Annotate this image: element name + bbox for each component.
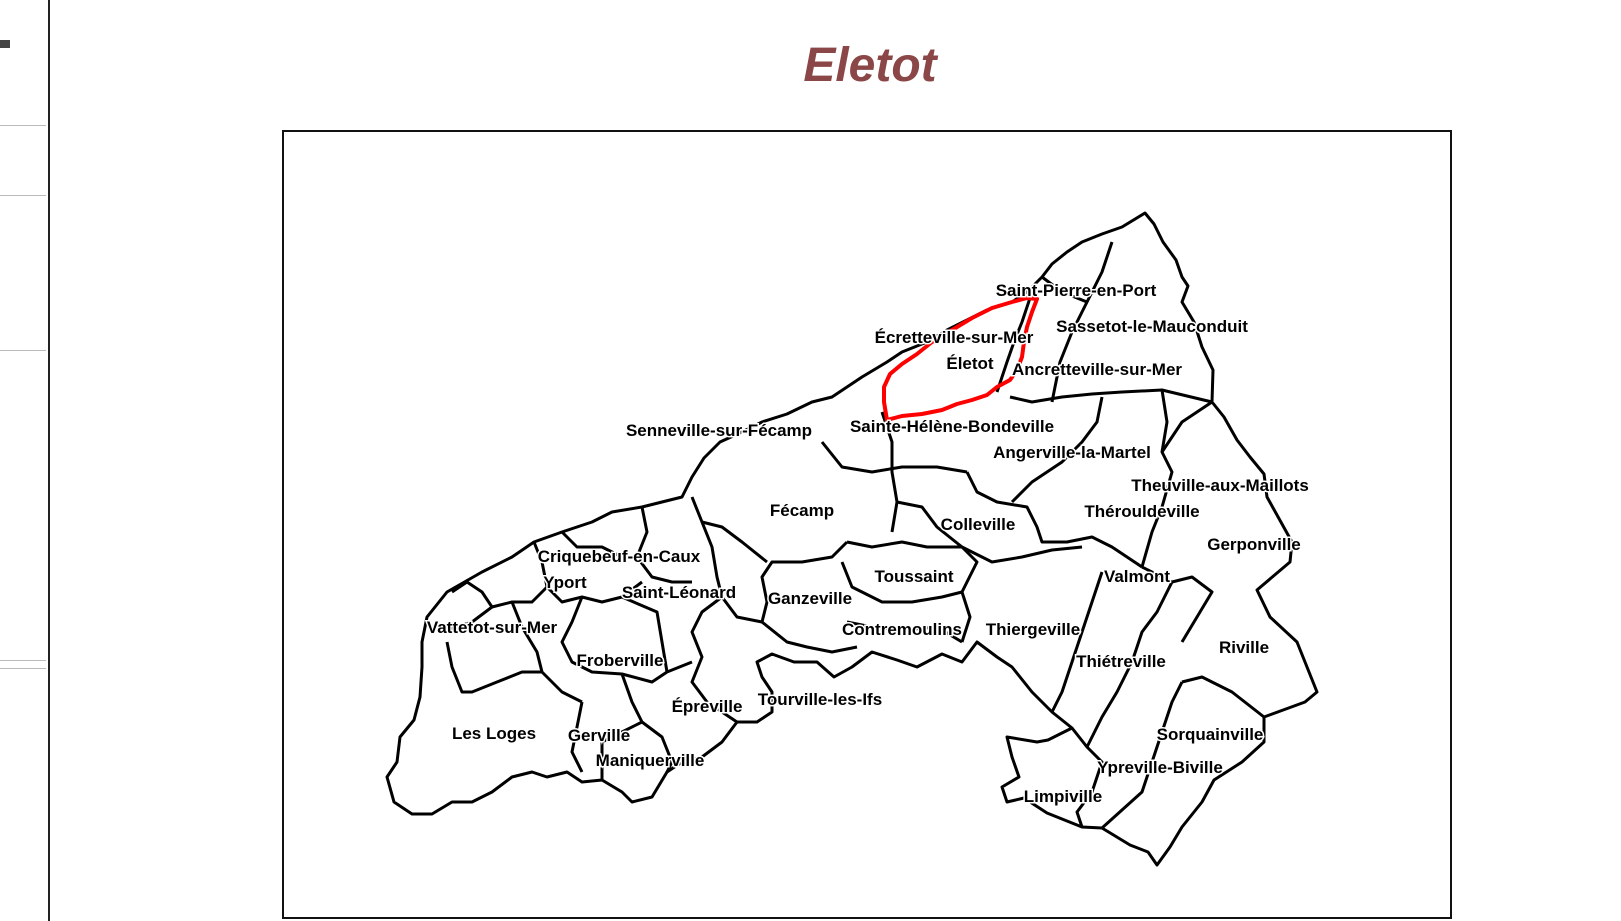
- map-label-thietreville: Thiétreville: [1076, 652, 1166, 671]
- map-label-toussaint: Toussaint: [874, 567, 953, 586]
- commune-boundary: [1010, 396, 1104, 504]
- panel-line: [0, 195, 46, 196]
- commune-boundary: [1050, 571, 1104, 713]
- commune-boundary: [451, 580, 549, 609]
- commune-boundary: [690, 496, 763, 624]
- commune-boundary: [570, 701, 584, 773]
- commune-boundary: [1160, 400, 1213, 453]
- map-label-fecamp: Fécamp: [770, 501, 834, 520]
- map-label-sassetot-le-mauconduit: Sassetot-le-Mauconduit: [1056, 317, 1248, 336]
- commune-boundary: [620, 673, 674, 773]
- map-label-sorquainville: Sorquainville: [1157, 725, 1264, 744]
- map-label-yport: Yport: [543, 573, 587, 592]
- commune-boundary: [995, 291, 1034, 393]
- map-label-gerponville: Gerponville: [1207, 535, 1301, 554]
- commune-boundary: [1009, 388, 1213, 404]
- map-label-les-loges: Les Loges: [452, 724, 536, 743]
- commune-boundary: [701, 520, 768, 564]
- map-label-contremoulins: Contremoulins: [842, 620, 962, 639]
- left-panel-edge: [0, 0, 50, 921]
- commune-boundary: [445, 641, 542, 694]
- map-label-ancretteville-sur-mer: Ancretteville-sur-Mer: [1012, 360, 1182, 379]
- panel-line: [0, 660, 46, 661]
- map-label-sainte-helene-bondeville: Sainte-Hélène-Bondeville: [850, 417, 1054, 436]
- map-label-vattetot-sur-mer: Vattetot-sur-Mer: [427, 618, 558, 637]
- map-label-ypreville-biville: Ypreville-Biville: [1097, 758, 1223, 777]
- map-label-riville: Riville: [1219, 638, 1269, 657]
- commune-boundary: [560, 530, 637, 559]
- map-label-saint-pierre-en-port: Saint-Pierre-en-Port: [996, 281, 1157, 300]
- map-label-gerville: Gerville: [568, 726, 630, 745]
- commune-boundary: [880, 411, 899, 533]
- map-label-therouldeville: Thérouldeville: [1084, 502, 1199, 521]
- commune-boundary: [532, 541, 643, 604]
- map-label-froberville: Froberville: [577, 651, 664, 670]
- map-label-theuville-aux-maillots: Theuville-aux-Maillots: [1131, 476, 1309, 495]
- map-label-senneville-sur-fecamp: Senneville-sur-Fécamp: [626, 421, 812, 440]
- map-label-maniquerville: Maniquerville: [596, 751, 705, 770]
- commune-boundary: [846, 540, 979, 643]
- commune-boundary: [560, 596, 668, 684]
- map-label-limpiville: Limpiville: [1024, 787, 1102, 806]
- commune-boundary: [1181, 675, 1265, 719]
- commune-boundary: [1100, 681, 1184, 830]
- panel-line: [0, 125, 46, 126]
- map-label-tourville-les-ifs: Tourville-les-Ifs: [758, 690, 882, 709]
- commune-boundary: [600, 720, 643, 780]
- commune-boundary: [1140, 389, 1174, 568]
- commune-boundary: [431, 605, 493, 632]
- commune-boundary: [635, 506, 692, 584]
- commune-boundary: [1141, 565, 1214, 643]
- commune-boundary: [1041, 275, 1088, 304]
- commune-boundary: [621, 595, 693, 674]
- map-label-valmont: Valmont: [1104, 567, 1170, 586]
- commune-boundary: [510, 601, 583, 704]
- commune-map: Saint-Pierre-en-PortSassetot-le-Maucondu…: [385, 211, 1319, 867]
- map-label-saint-leonard: Saint-Léonard: [622, 583, 736, 602]
- commune-boundary: [840, 561, 963, 604]
- panel-marker: [0, 40, 10, 48]
- commune-boundary: [690, 595, 738, 724]
- map-label-angerville-la-martel: Angerville-la-Martel: [993, 443, 1151, 462]
- panel-line: [0, 350, 46, 351]
- page-title: Eletot: [803, 39, 937, 92]
- map-label-criquebeuf-en-caux: Criquebeuf-en-Caux: [538, 547, 701, 566]
- commune-boundary: [1085, 581, 1174, 748]
- map-label-colleville: Colleville: [941, 515, 1016, 534]
- outer-boundary: [385, 211, 1319, 867]
- commune-boundary: [760, 540, 858, 654]
- map-label-eletot: Életot: [946, 354, 994, 373]
- map-label-ganzeville: Ganzeville: [768, 589, 852, 608]
- commune-boundary: [896, 500, 1083, 564]
- highlighted-commune-boundary: [882, 296, 1039, 422]
- commune-boundary: [1070, 727, 1104, 828]
- commune-boundary: [820, 441, 968, 474]
- commune-boundary: [846, 620, 963, 644]
- map-label-ecretteville-sur-mer: Écretteville-sur-Mer: [875, 328, 1034, 347]
- panel-line: [0, 668, 46, 669]
- commune-boundary: [1050, 241, 1114, 403]
- map-label-thiergeville: Thiergeville: [986, 620, 1080, 639]
- map-label-epreville: Épreville: [672, 697, 743, 716]
- commune-boundary: [965, 471, 1143, 569]
